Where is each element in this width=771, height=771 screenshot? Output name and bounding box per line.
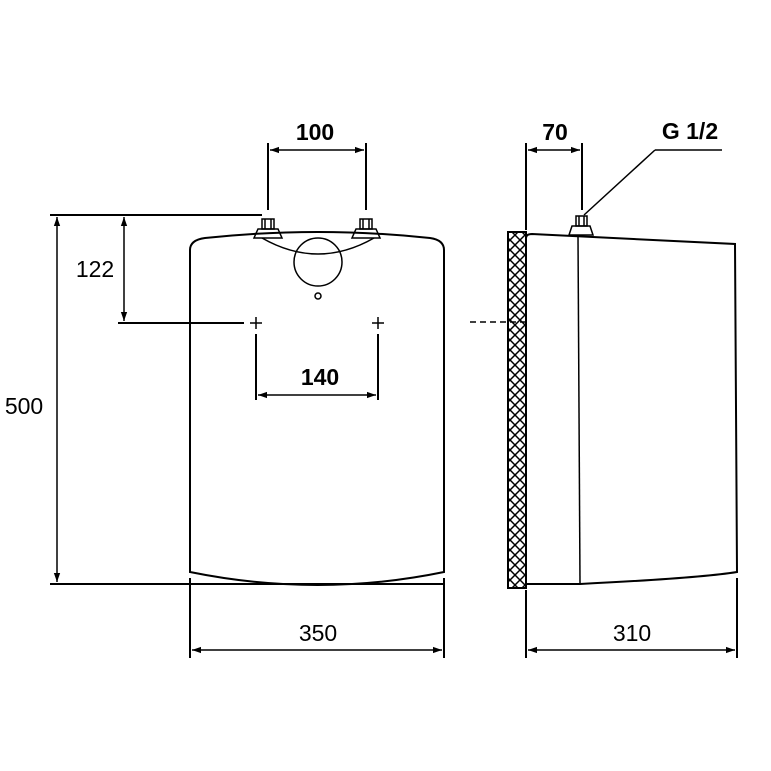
label-350: 350 bbox=[299, 620, 337, 646]
side-view: 70 G 1/2 310 bbox=[470, 118, 739, 658]
dimension-140: 140 bbox=[255, 334, 379, 400]
front-body-outline bbox=[189, 231, 445, 586]
side-pipe-fitting bbox=[567, 215, 595, 236]
label-122: 122 bbox=[76, 256, 114, 282]
dimension-100: 100 bbox=[267, 119, 367, 210]
label-g-1-2: G 1/2 bbox=[662, 118, 718, 144]
mounting-hole-right bbox=[372, 317, 384, 329]
wall-section bbox=[507, 231, 527, 589]
label-70: 70 bbox=[542, 119, 568, 145]
dimension-70: 70 bbox=[525, 119, 583, 230]
side-front-edge bbox=[577, 235, 581, 585]
dimension-310: 310 bbox=[525, 578, 738, 658]
left-pipe-fitting bbox=[252, 218, 284, 239]
dimension-350: 350 bbox=[189, 578, 445, 658]
side-body-outline bbox=[525, 232, 739, 585]
dimension-500: 500 bbox=[5, 214, 444, 585]
label-500: 500 bbox=[5, 393, 43, 419]
front-view: 100 500 122 140 350 bbox=[5, 119, 445, 658]
indicator-lamp bbox=[314, 292, 322, 300]
right-pipe-fitting bbox=[350, 218, 382, 239]
label-310: 310 bbox=[613, 620, 651, 646]
thread-callout: G 1/2 bbox=[583, 118, 722, 216]
mounting-hole-left bbox=[250, 317, 262, 329]
label-140: 140 bbox=[301, 364, 339, 390]
front-top-cover bbox=[261, 237, 375, 255]
dimension-122: 122 bbox=[76, 217, 244, 324]
temperature-knob bbox=[293, 237, 343, 287]
label-100: 100 bbox=[296, 119, 334, 145]
